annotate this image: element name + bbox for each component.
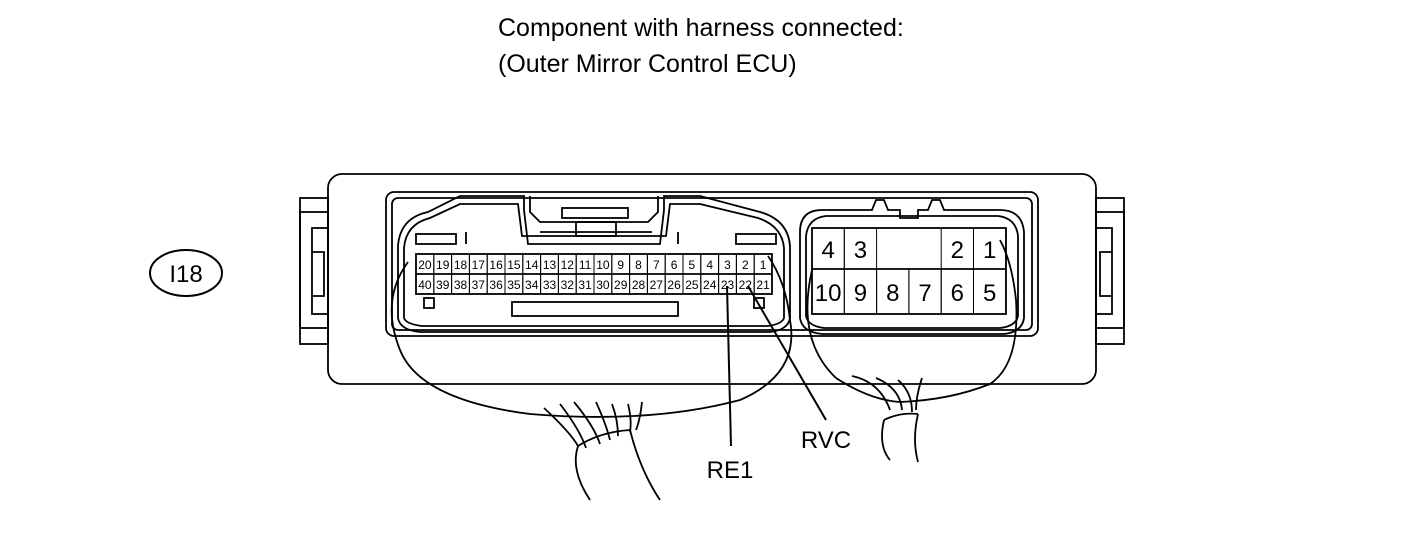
- pin-number: 20: [418, 258, 432, 272]
- pin-number: 7: [653, 258, 660, 272]
- pin-number: 29: [614, 278, 628, 292]
- pin-cell: [909, 228, 941, 269]
- pin-number: 32: [561, 278, 575, 292]
- pin-number: 22: [739, 278, 753, 292]
- connector-opening: [385, 191, 1039, 337]
- pin-number: 26: [667, 278, 681, 292]
- pin-number: 38: [454, 278, 468, 292]
- pin-number: 14: [525, 258, 539, 272]
- connector-code: I18: [169, 261, 202, 288]
- lock-slot: [511, 301, 679, 317]
- callout-leaders: [726, 285, 827, 447]
- pin-cell: [753, 273, 773, 295]
- pin-number: 9: [854, 280, 867, 307]
- pin-number: 24: [703, 278, 717, 292]
- pin-number: 5: [689, 258, 696, 272]
- pin-number: 27: [650, 278, 664, 292]
- pin-number: 17: [472, 258, 486, 272]
- pin-number: 19: [436, 258, 450, 272]
- pin-number: 6: [951, 280, 964, 307]
- pin-number: 12: [561, 258, 575, 272]
- pin-number: 16: [489, 258, 503, 272]
- pin-number: 23: [721, 278, 735, 292]
- pin-number: 1: [760, 258, 767, 272]
- pin-number: 3: [724, 258, 731, 272]
- pin-number: 8: [886, 280, 899, 307]
- pin-number: 37: [472, 278, 486, 292]
- pin-cell: [877, 228, 909, 269]
- pin-number: 11: [579, 258, 592, 272]
- pin-number: 2: [951, 237, 964, 264]
- pin-number: 30: [596, 278, 610, 292]
- diagram-title: Component with harness connected:: [498, 14, 904, 42]
- right-harness-loop: [806, 239, 1018, 403]
- rvc-leader: [747, 285, 827, 421]
- pin-number: 35: [507, 278, 521, 292]
- pin-number: 18: [454, 258, 468, 272]
- component-name: (Outer Mirror Control ECU): [498, 50, 797, 78]
- pin-number: 31: [578, 278, 592, 292]
- pin-number: 2: [742, 258, 749, 272]
- pin-number: 13: [543, 258, 557, 272]
- pin-number: 28: [632, 278, 646, 292]
- pin-number: 9: [617, 258, 624, 272]
- pin-number: 25: [685, 278, 699, 292]
- pin-number: 5: [983, 280, 996, 307]
- pin-number: 6: [671, 258, 678, 272]
- re1-label: RE1: [707, 457, 754, 484]
- pin-number: 8: [635, 258, 642, 272]
- pin-number: 3: [854, 237, 867, 264]
- harness: [390, 239, 1018, 501]
- pin-number: 33: [543, 278, 557, 292]
- pin-number: 10: [596, 258, 610, 272]
- pin-number: 34: [525, 278, 539, 292]
- pin-number: 1: [983, 237, 996, 264]
- pin-number: 4: [706, 258, 713, 272]
- pin-number: 21: [756, 278, 770, 292]
- pin-number: 39: [436, 278, 450, 292]
- pin-number: 10: [815, 280, 842, 307]
- connector-code-badge: [149, 249, 223, 297]
- pin-number: 40: [418, 278, 432, 292]
- pin-number: 36: [489, 278, 503, 292]
- pin-cell: [973, 268, 1007, 315]
- left-connector-shell: [397, 195, 791, 333]
- pin-number: 4: [821, 237, 834, 264]
- right-connector-shell: [799, 199, 1025, 335]
- pin-number: 7: [918, 280, 931, 307]
- re1-leader: [726, 285, 732, 447]
- rvc-label: RVC: [801, 427, 851, 454]
- left-harness-loop: [390, 255, 793, 418]
- pin-number: 15: [507, 258, 521, 272]
